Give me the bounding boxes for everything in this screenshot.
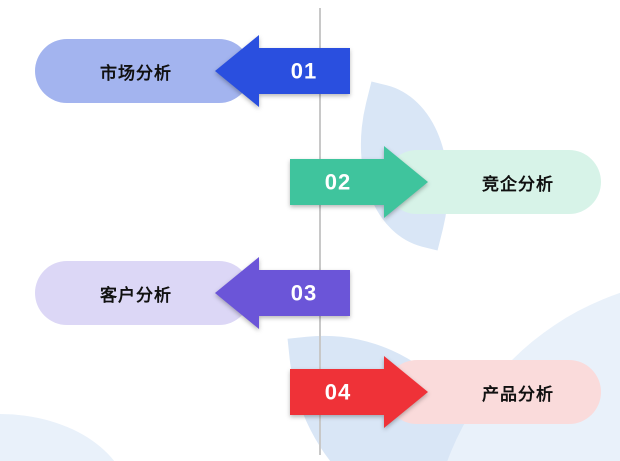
step-1-label: 市场分析	[100, 63, 172, 83]
step-4-label: 产品分析	[482, 384, 554, 404]
step-2-arrow: 02	[290, 146, 428, 218]
step-4-number: 04	[325, 380, 351, 405]
step-2-number: 02	[325, 170, 351, 195]
step-4-arrow: 04	[290, 356, 428, 428]
step-2-label: 竞企分析	[482, 174, 554, 194]
step-3-arrow: 03	[215, 257, 350, 329]
step-3-label: 客户分析	[100, 285, 172, 305]
step-3-number: 03	[291, 281, 317, 306]
step-2-arrow-shape	[290, 146, 428, 218]
timeline-axis	[319, 8, 321, 455]
step-1-arrow: 01	[215, 35, 350, 107]
step-1-arrow-shape	[215, 35, 350, 107]
step-3-arrow-shape	[215, 257, 350, 329]
step-4-arrow-shape	[290, 356, 428, 428]
decorative-corner-shape	[0, 414, 130, 461]
step-1-number: 01	[291, 59, 317, 84]
